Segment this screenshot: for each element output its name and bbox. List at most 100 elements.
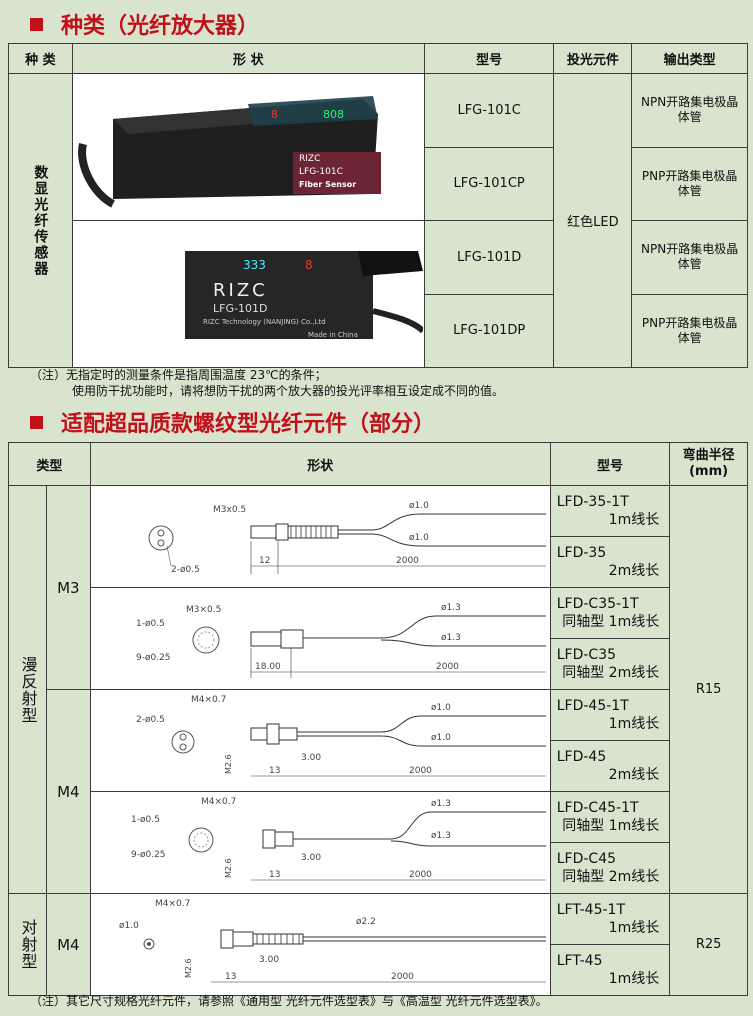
output-pnp-2: PNP开路集电极晶体管 (631, 293, 748, 368)
note-1-line1: 无指定时的测量条件是指周围温度 23℃的条件； (66, 368, 327, 382)
model-lfg-101c: LFG-101C (423, 73, 555, 148)
red-square-icon (30, 17, 43, 31)
output-pnp-1: PNP开路集电极晶体管 (631, 146, 748, 221)
fiber-drawing-1: 2-ø0.5 M3x0.5 ø1.0 ø1.0 12 2000 (148, 501, 547, 575)
amplifier-d-image: 333 8 RIZC LFG-101D RIZC Technology (NAN… (185, 251, 426, 339)
type-reflect-text: 漫反射型 (18, 655, 38, 724)
output-npn-1: NPN开路集电极晶体管 (631, 73, 748, 148)
radius-r25: R25 (669, 893, 748, 996)
note-1-line2: 使用防干扰功能时，请将想防干扰的两个放大器的投光评率相互设定成不同的值。 (72, 384, 505, 398)
drawing-d3: 2-ø0.5 M4×0.7 ø1.0 ø1.0 M2.6 3.00 13 200… (89, 689, 551, 792)
svg-text:ø1.3: ø1.3 (441, 633, 461, 643)
header-radius: 弯曲半径 (mm) (669, 442, 748, 486)
svg-text:18.00: 18.00 (255, 662, 281, 672)
fiber-drawing-5: ø1.0 M4×0.7 ø2.2 M2.6 3.00 13 2000 (119, 899, 547, 983)
svg-text:2000: 2000 (409, 766, 432, 776)
amplifier-table: 种 类 形 状 型号 投光元件 输出类型 数显光纤传感器 8 808 RIZC … (8, 43, 748, 368)
svg-text:Made in China: Made in China (308, 331, 358, 339)
drawing-d1: 2-ø0.5 M3x0.5 ø1.0 ø1.0 12 2000 (89, 485, 551, 588)
svg-text:8: 8 (305, 258, 313, 272)
fiber-table: 类型 形状 型号 弯曲半径 (mm) 漫反射型 M3 2-ø0.5 M3x0.5… (8, 442, 748, 996)
svg-text:13: 13 (225, 972, 236, 982)
svg-text:8: 8 (271, 108, 278, 121)
note-1-label: （注） (30, 368, 67, 382)
type-through-text: 对射型 (18, 919, 38, 970)
type-through-cell: 对射型 (8, 893, 47, 996)
light-element-cell: 红色LED (553, 73, 633, 368)
svg-text:ø2.2: ø2.2 (356, 917, 376, 927)
svg-text:2000: 2000 (396, 556, 419, 566)
svg-text:13: 13 (269, 870, 280, 880)
header-category: 种 类 (8, 43, 73, 74)
svg-text:M2.6: M2.6 (224, 754, 233, 774)
svg-text:808: 808 (323, 108, 344, 121)
model-lfg-101dp: LFG-101DP (423, 293, 555, 368)
category-cell: 数显光纤传感器 (8, 73, 73, 368)
thread-m4-through: M4 (45, 893, 91, 996)
svg-text:M2.6: M2.6 (184, 958, 193, 978)
header-model: 型号 (423, 43, 555, 74)
svg-text:M4×0.7: M4×0.7 (155, 899, 190, 909)
output-npn-2: NPN开路集电极晶体管 (631, 220, 748, 295)
svg-text:1-ø0.5: 1-ø0.5 (136, 619, 165, 629)
note-2: （注）其它尺寸规格光纤元件，请参照《通用型 光纤元件选型表》与《高温型 光纤元件… (30, 994, 548, 1008)
red-square-icon (30, 415, 43, 429)
svg-text:ø1.0: ø1.0 (431, 703, 451, 713)
note-1: （注）无指定时的测量条件是指周围温度 23℃的条件； 使用防干扰功能时，请将想防… (30, 367, 745, 399)
header-light: 投光元件 (553, 43, 633, 74)
svg-text:13: 13 (269, 766, 280, 776)
header-shape2: 形状 (89, 442, 551, 486)
svg-text:9-ø0.25: 9-ø0.25 (131, 850, 166, 860)
svg-text:LFG-101D: LFG-101D (213, 302, 267, 315)
model-lfg-101d: LFG-101D (423, 220, 555, 295)
header-model2: 型号 (549, 442, 671, 486)
svg-text:2-ø0.5: 2-ø0.5 (171, 565, 200, 575)
svg-text:1-ø0.5: 1-ø0.5 (131, 815, 160, 825)
category-text: 数显光纤传感器 (32, 164, 49, 277)
svg-text:9-ø0.25: 9-ø0.25 (136, 653, 171, 663)
svg-text:2000: 2000 (436, 662, 459, 672)
svg-text:M3x0.5: M3x0.5 (213, 505, 246, 515)
svg-text:Fiber Sensor: Fiber Sensor (299, 180, 356, 189)
section2-title-text: 适配超品质款螺纹型光纤元件（部分） (61, 412, 436, 437)
svg-text:M4×0.7: M4×0.7 (191, 695, 226, 705)
svg-text:12: 12 (259, 556, 270, 566)
section1-title-text: 种类（光纤放大器） (61, 14, 260, 39)
svg-text:LFG-101C: LFG-101C (299, 167, 343, 177)
svg-text:3.00: 3.00 (259, 955, 279, 965)
svg-text:2-ø0.5: 2-ø0.5 (136, 715, 165, 725)
model-lfg-101cp: LFG-101CP (423, 146, 555, 221)
thread-m3: M3 (45, 485, 91, 690)
header-shape: 形 状 (71, 43, 425, 74)
svg-text:ø1.0: ø1.0 (431, 733, 451, 743)
drawing-d4: 1-ø0.5 9-ø0.25 M4×0.7 ø1.3 ø1.3 M2.6 3.0… (89, 791, 551, 894)
svg-text:3.00: 3.00 (301, 853, 321, 863)
svg-text:RIZC Technology (NANJING) Co.,: RIZC Technology (NANJING) Co.,Ltd (203, 318, 326, 326)
fiber-drawing-2: 1-ø0.5 9-ø0.25 M3×0.5 ø1.3 ø1.3 18.00 20… (136, 603, 547, 678)
product-image-2: 333 8 RIZC LFG-101D RIZC Technology (NAN… (71, 220, 426, 368)
radius-r15: R15 (669, 485, 748, 894)
svg-text:333: 333 (243, 258, 266, 272)
svg-text:ø1.0: ø1.0 (119, 921, 139, 931)
header-output: 输出类型 (631, 43, 748, 74)
drawing-d2: 1-ø0.5 9-ø0.25 M3×0.5 ø1.3 ø1.3 18.00 20… (89, 587, 551, 690)
svg-text:ø1.3: ø1.3 (431, 799, 451, 809)
fiber-drawing-3: 2-ø0.5 M4×0.7 ø1.0 ø1.0 M2.6 3.00 13 200… (136, 695, 547, 777)
drawing-d5: ø1.0 M4×0.7 ø2.2 M2.6 3.00 13 2000 (89, 893, 551, 996)
header-type: 类型 (8, 442, 91, 486)
svg-text:3.00: 3.00 (301, 753, 321, 763)
svg-text:RIZC: RIZC (299, 154, 320, 164)
type-reflect-cell: 漫反射型 (8, 485, 47, 894)
fiber-drawing-4: 1-ø0.5 9-ø0.25 M4×0.7 ø1.3 ø1.3 M2.6 3.0… (131, 797, 547, 881)
product-image-1: 8 808 RIZC LFG-101C Fiber Sensor (71, 73, 425, 221)
svg-text:2000: 2000 (391, 972, 414, 982)
